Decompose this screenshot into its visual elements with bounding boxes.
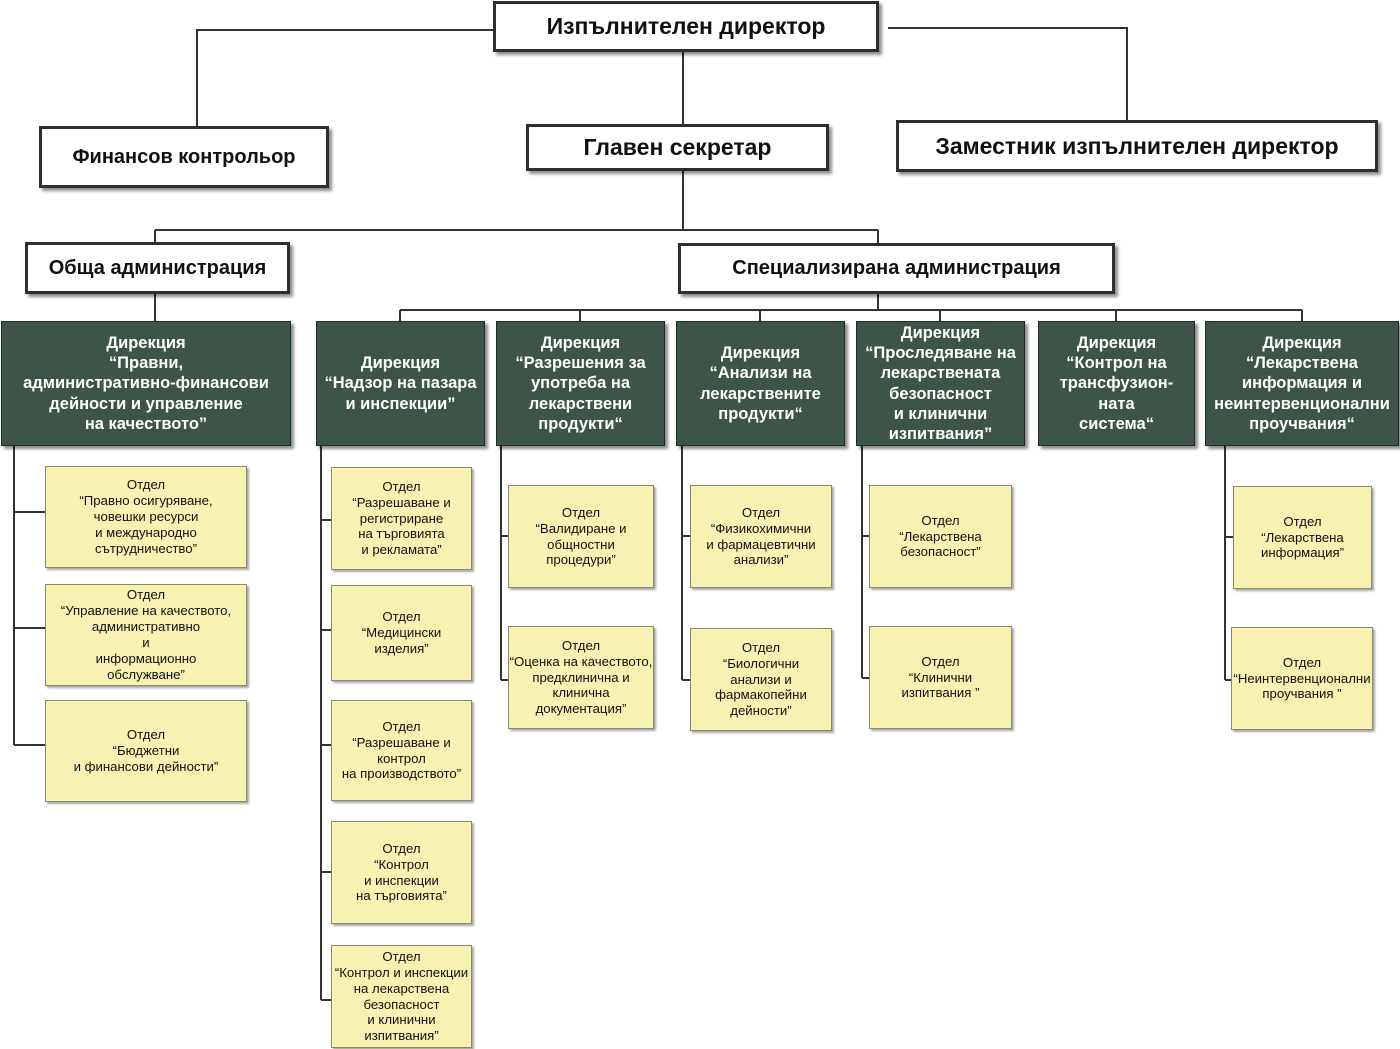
- directorate-transfusion-control: Дирекция “Контрол на трансфузион- ната с…: [1038, 321, 1195, 446]
- chief-secretary-box: Главен секретар: [526, 124, 829, 171]
- deputy-director-box: Заместник изпълнителен директор: [896, 120, 1378, 172]
- specialized-administration-box: Специализирана администрация: [678, 243, 1115, 294]
- executive-director-box: Изпълнителен директор: [493, 1, 879, 52]
- department-box: Отдел “Правно осигуряване, човешки ресур…: [45, 466, 247, 568]
- department-box: Отдел “Управление на качеството, админис…: [45, 584, 247, 686]
- directorate-market-surveillance: Дирекция “Надзор на пазара и инспекции”: [316, 321, 485, 446]
- department-box: Отдел “Лекарствена безопасност”: [869, 485, 1012, 588]
- department-box: Отдел “Биологични анализи и фармакопейни…: [690, 628, 832, 731]
- department-box: Отдел “Контрол и инспекции на лекарствен…: [331, 945, 472, 1048]
- general-administration-box: Обща администрация: [25, 242, 290, 294]
- directorate-product-analyses: Дирекция “Анализи на лекарствените проду…: [676, 321, 845, 446]
- directorate-drug-information: Дирекция “Лекарствена информация и неинт…: [1205, 321, 1399, 446]
- department-box: Отдел “Валидиране и общностни процедури”: [508, 485, 654, 588]
- department-box: Отдел “Клинични изпитвания ”: [869, 626, 1012, 729]
- department-box: Отдел “Физикохимични и фармацевтични ана…: [690, 485, 832, 588]
- department-box: Отдел “Неинтервенционални проучвания ”: [1231, 627, 1373, 730]
- department-box: Отдел “Медицински изделия”: [331, 585, 472, 681]
- directorate-marketing-authorizations: Дирекция “Разрешения за употреба на лека…: [496, 321, 665, 446]
- department-box: Отдел “Разрешаване и контрол на производ…: [331, 700, 472, 801]
- directorate-legal-admin-finance: Дирекция “Правни, административно-финанс…: [1, 321, 291, 446]
- financial-controller-box: Финансов контрольор: [39, 126, 329, 188]
- department-box: Отдел “Лекарствена информация”: [1233, 486, 1372, 589]
- department-box: Отдел “Разрешаване и регистриране на тър…: [331, 467, 472, 570]
- department-box: Отдел “Оценка на качеството, предклиничн…: [508, 626, 654, 729]
- directorate-pharmacovigilance: Дирекция “Проследяване на лекарствената …: [856, 321, 1025, 446]
- department-box: Отдел “Контрол и инспекции на търговията…: [331, 821, 472, 924]
- department-box: Отдел “Бюджетни и финансови дейности”: [45, 700, 247, 802]
